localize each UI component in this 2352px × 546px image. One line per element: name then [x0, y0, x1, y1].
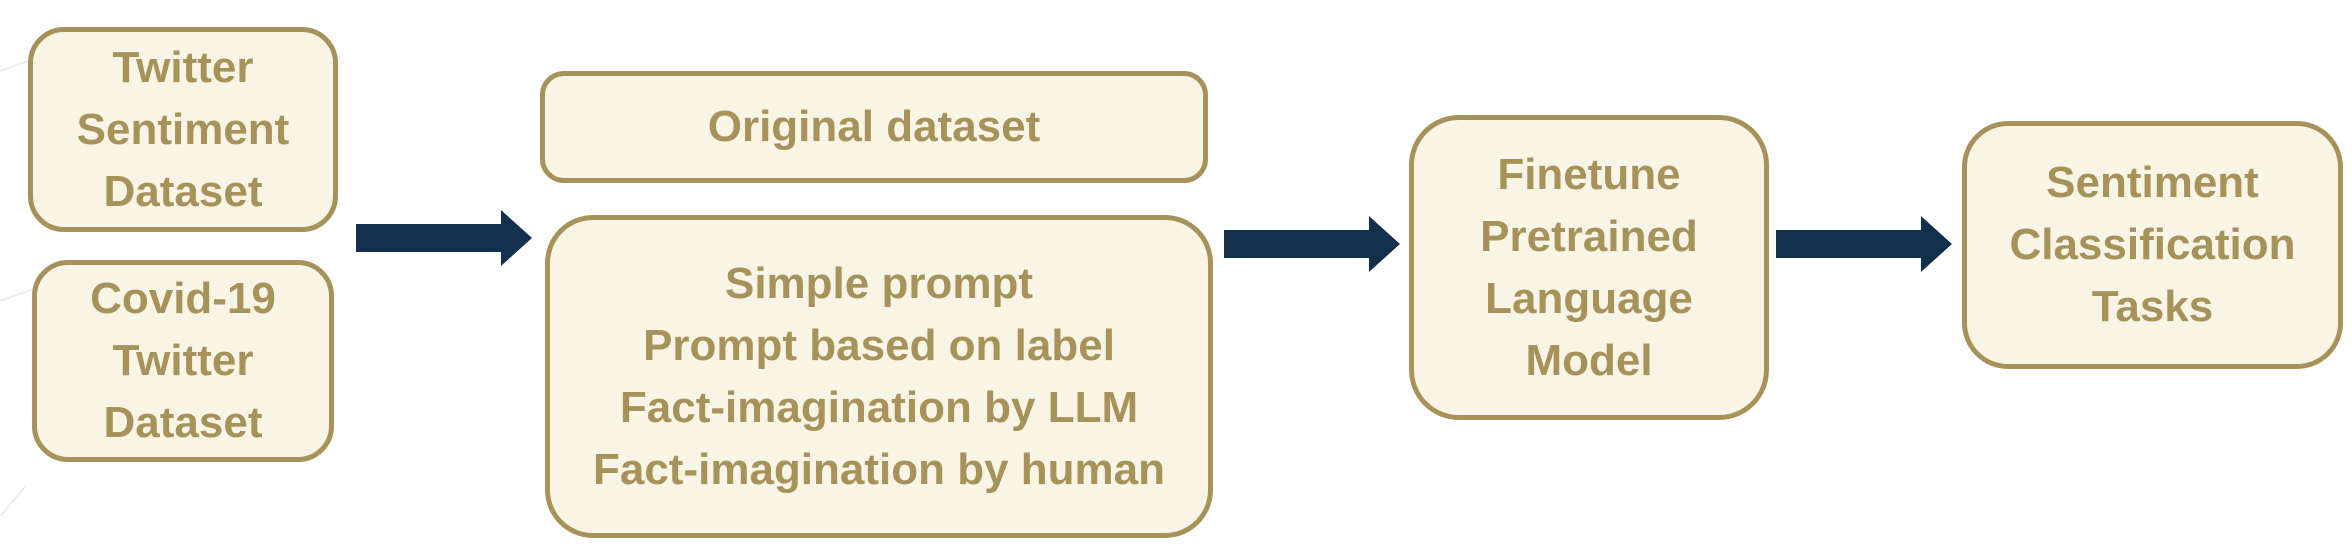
background-decoration — [0, 484, 28, 517]
augmentation-method-item: Simple prompt — [724, 258, 1034, 308]
box-label-line: Classification — [2009, 220, 2296, 269]
sentiment-classification-tasks-box: Sentiment Classification Tasks — [1962, 121, 2343, 369]
box-label-line: Original dataset — [707, 102, 1041, 151]
box-label-line: Twitter — [112, 336, 254, 385]
box-label-line: Finetune — [1497, 149, 1681, 199]
original-dataset-box: Original dataset — [540, 71, 1208, 183]
arrow-right-icon — [1224, 216, 1400, 272]
twitter-sentiment-dataset-box: Twitter Sentiment Dataset — [28, 27, 338, 232]
arrow-right-icon — [1776, 216, 1952, 272]
box-label-line: Covid-19 — [90, 274, 276, 323]
box-label-line: Twitter — [112, 42, 254, 92]
box-label-line: Sentiment — [76, 104, 290, 154]
box-label-line: Dataset — [103, 166, 263, 216]
box-label-line: Pretrained — [1480, 211, 1698, 261]
augmentation-method-item: Fact-imagination by LLM — [619, 382, 1139, 432]
augmentation-methods-box: Simple prompt Prompt based on label Fact… — [545, 215, 1213, 538]
finetune-model-box: Finetune Pretrained Language Model — [1409, 115, 1769, 420]
box-label-line: Sentiment — [2046, 158, 2259, 207]
augmentation-method-item: Prompt based on label — [643, 320, 1115, 370]
box-label-line: Language — [1485, 273, 1693, 323]
box-label-line: Tasks — [2091, 282, 2214, 331]
box-label-line: Model — [1525, 335, 1653, 385]
arrow-right-icon — [356, 210, 532, 266]
box-label-line: Dataset — [103, 398, 263, 447]
covid19-twitter-dataset-box: Covid-19 Twitter Dataset — [32, 260, 334, 462]
augmentation-method-item: Fact-imagination by human — [592, 444, 1166, 494]
